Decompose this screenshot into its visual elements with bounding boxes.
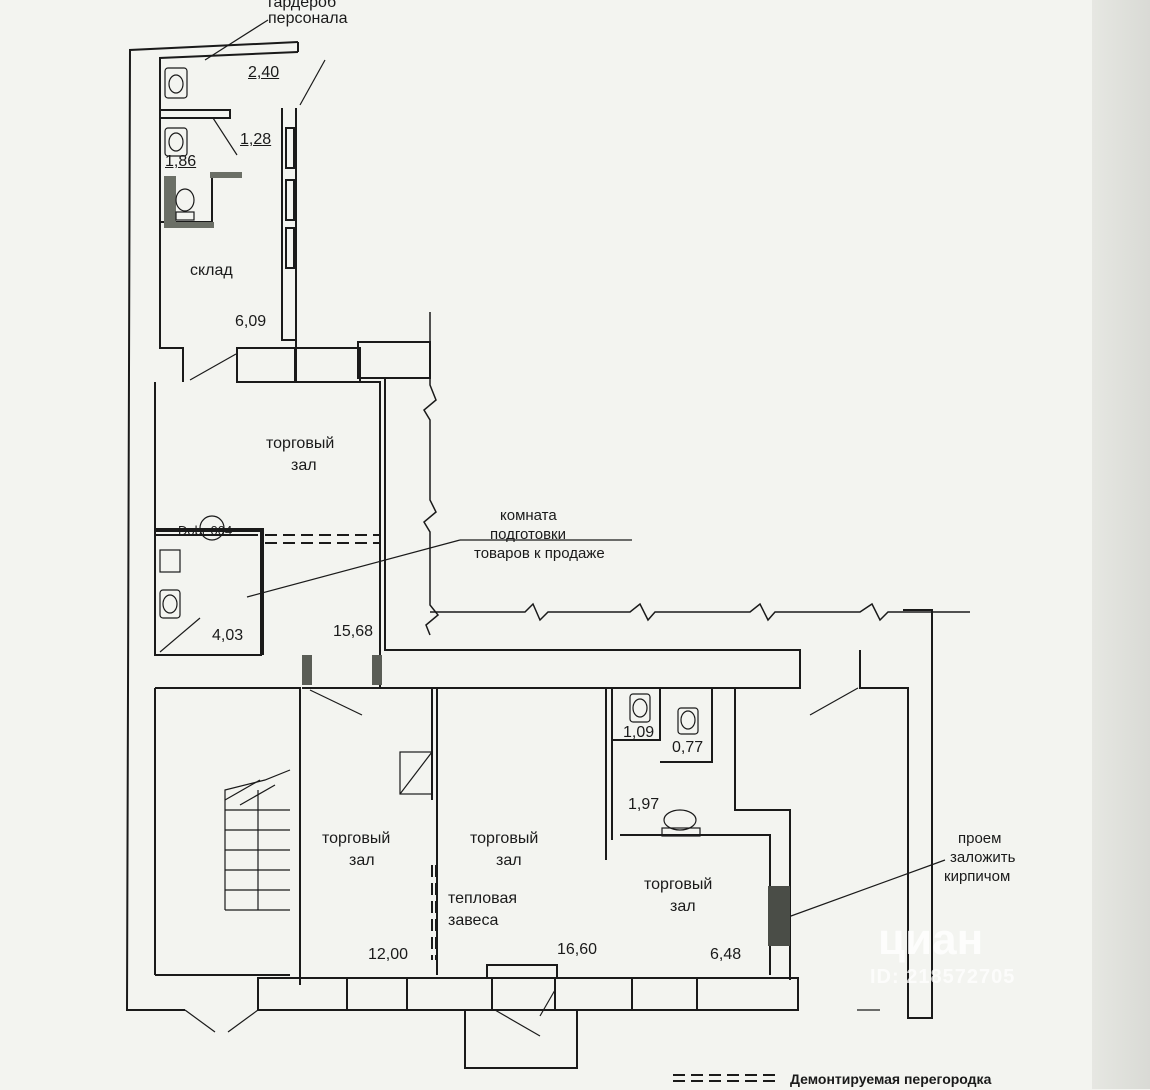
brick-opening [768,886,790,946]
opening-line3: кирпичом [944,868,1011,885]
door-tag: Dobr-004 [178,523,233,538]
prep-room-line2: подготовки [490,526,566,543]
watermark-id: ID: 218572705 [870,966,1016,988]
hall-upper-label-2: зал [291,457,317,474]
wardrobe-label-line1: гардероб [268,0,337,11]
boundary-line [423,312,970,636]
storage-label: склад [190,262,233,279]
fixtures [159,67,701,911]
heat-curtain-line2: завеса [448,912,499,929]
door-swings [184,19,946,1037]
partitions [164,172,790,946]
area-wc-b: 0,77 [672,739,704,756]
opening-line1: проем [958,830,1002,847]
area-hall-middle: 16,60 [557,941,598,958]
area-wc-c: 1,97 [628,796,660,813]
hall-middle-label: торговый [470,830,539,847]
opening-line2: заложить [950,849,1016,866]
prep-room-line1: комната [500,507,557,524]
area-wc-a: 1,09 [623,724,655,741]
legend-text: Демонтируемая перегородка [790,1071,992,1087]
hall-middle-label-2: зал [496,852,522,869]
demolished-partition [265,534,778,1082]
area-wc-left: 4,03 [212,627,244,644]
area-corridor: 1,28 [240,131,272,148]
area-hall-upper: 15,68 [333,623,374,640]
watermark-logo: циан [878,915,984,964]
area-hall-right: 6,48 [710,946,742,963]
wardrobe-label-line2: персонала [268,10,348,27]
paper-edge [1092,0,1150,1089]
area-storage: 6,09 [235,313,267,330]
heat-curtain-line1: тепловая [448,890,518,907]
hall-right-label: торговый [644,876,713,893]
hall-upper-label: торговый [266,435,335,452]
area-wc-top: 1,86 [165,153,197,170]
hall-left-label: торговый [322,830,391,847]
prep-room-line3: товаров к продаже [474,545,605,562]
hall-left-label-2: зал [349,852,375,869]
area-wardrobe: 2,40 [248,64,280,81]
hall-right-label-2: зал [670,898,696,915]
area-hall-left: 12,00 [368,946,409,963]
